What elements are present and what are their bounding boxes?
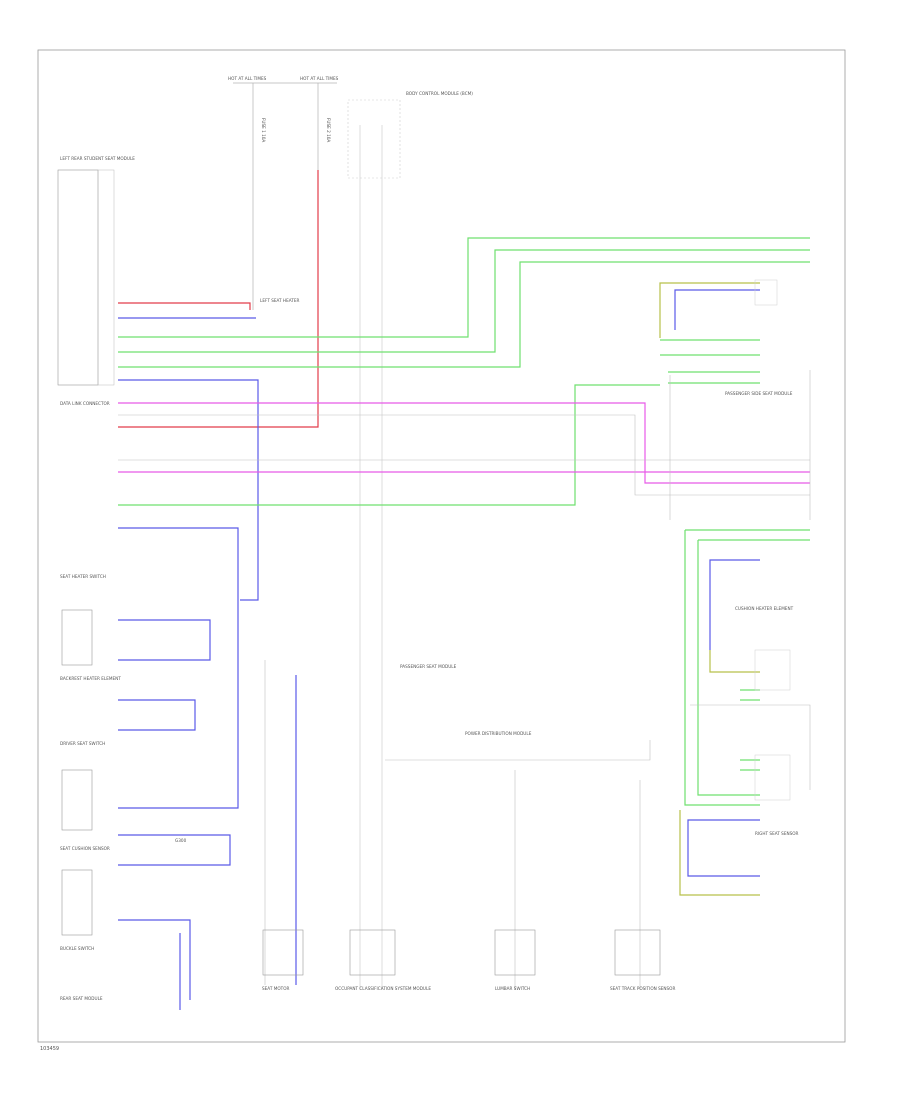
seat-motor-label: SEAT MOTOR (262, 986, 289, 991)
footer-code: 103459 (40, 1046, 59, 1052)
left-switch-blocks: SEAT HEATER SWITCH BACKREST HEATER ELEME… (60, 574, 121, 1001)
red-wires (118, 170, 319, 428)
seat-track-label: SEAT TRACK POSITION SENSOR (610, 986, 675, 991)
occupant-classification-label: OCCUPANT CLASSIFICATION SYSTEM MODULE (335, 986, 431, 991)
backrest-heater-label: BACKREST HEATER ELEMENT (60, 676, 121, 681)
bottom-connectors: SEAT MOTOR OCCUPANT CLASSIFICATION SYSTE… (262, 929, 675, 991)
magenta-wires (118, 402, 810, 484)
buckle-switch-label: BUCKLE SWITCH (60, 946, 94, 951)
fuse-label-2: FUSE 2 10A (326, 118, 331, 142)
ground-label: G300 (175, 838, 187, 843)
green-wires (118, 237, 810, 806)
left-seat-module-label: LEFT REAR STUDENT SEAT MODULE (60, 156, 135, 161)
passenger-seat-label: PASSENGER SEAT MODULE (400, 664, 457, 669)
sensor-right-label: RIGHT SEAT SENSOR (755, 831, 799, 836)
grey-wires (118, 370, 811, 990)
lumbar-label: LUMBAR SWITCH (495, 986, 530, 991)
center-labels: PASSENGER SEAT MODULE POWER DISTRIBUTION… (175, 298, 532, 843)
passenger-side-module-label: PASSENGER SIDE SEAT MODULE (725, 391, 793, 396)
top-power-area: HOT AT ALL TIMES HOT AT ALL TIMES FUSE 1… (228, 76, 473, 990)
data-link-label: DATA LINK CONNECTOR (60, 401, 110, 406)
left-seat-heater-label: LEFT SEAT HEATER (260, 298, 299, 303)
cushion-element-label: CUSHION HEATER ELEMENT (735, 606, 794, 611)
diagram-border (37, 49, 846, 1043)
driver-seat-switch-label: DRIVER SEAT SWITCH (60, 741, 105, 746)
left-seat-module-connector: LEFT REAR STUDENT SEAT MODULE DATA LINK … (57, 156, 135, 406)
pwr-module-label: POWER DISTRIBUTION MODULE (465, 731, 532, 736)
fuse-label-1: FUSE 1 10A (261, 118, 266, 142)
bcm-label: BODY CONTROL MODULE (BCM) (406, 91, 473, 96)
blue-wires (118, 289, 760, 1010)
seat-heater-switch-label: SEAT HEATER SWITCH (60, 574, 106, 579)
seat-module-rear-label: REAR SEAT MODULE (60, 996, 103, 1001)
seat-cushion-sensor-label: SEAT CUSHION SENSOR (60, 846, 110, 851)
hot-label-2: HOT AT ALL TIMES (300, 76, 339, 81)
right-labels: PASSENGER SIDE SEAT MODULE CUSHION HEATE… (725, 279, 799, 836)
hot-label-1: HOT AT ALL TIMES (228, 76, 267, 81)
olive-wires (659, 282, 760, 896)
